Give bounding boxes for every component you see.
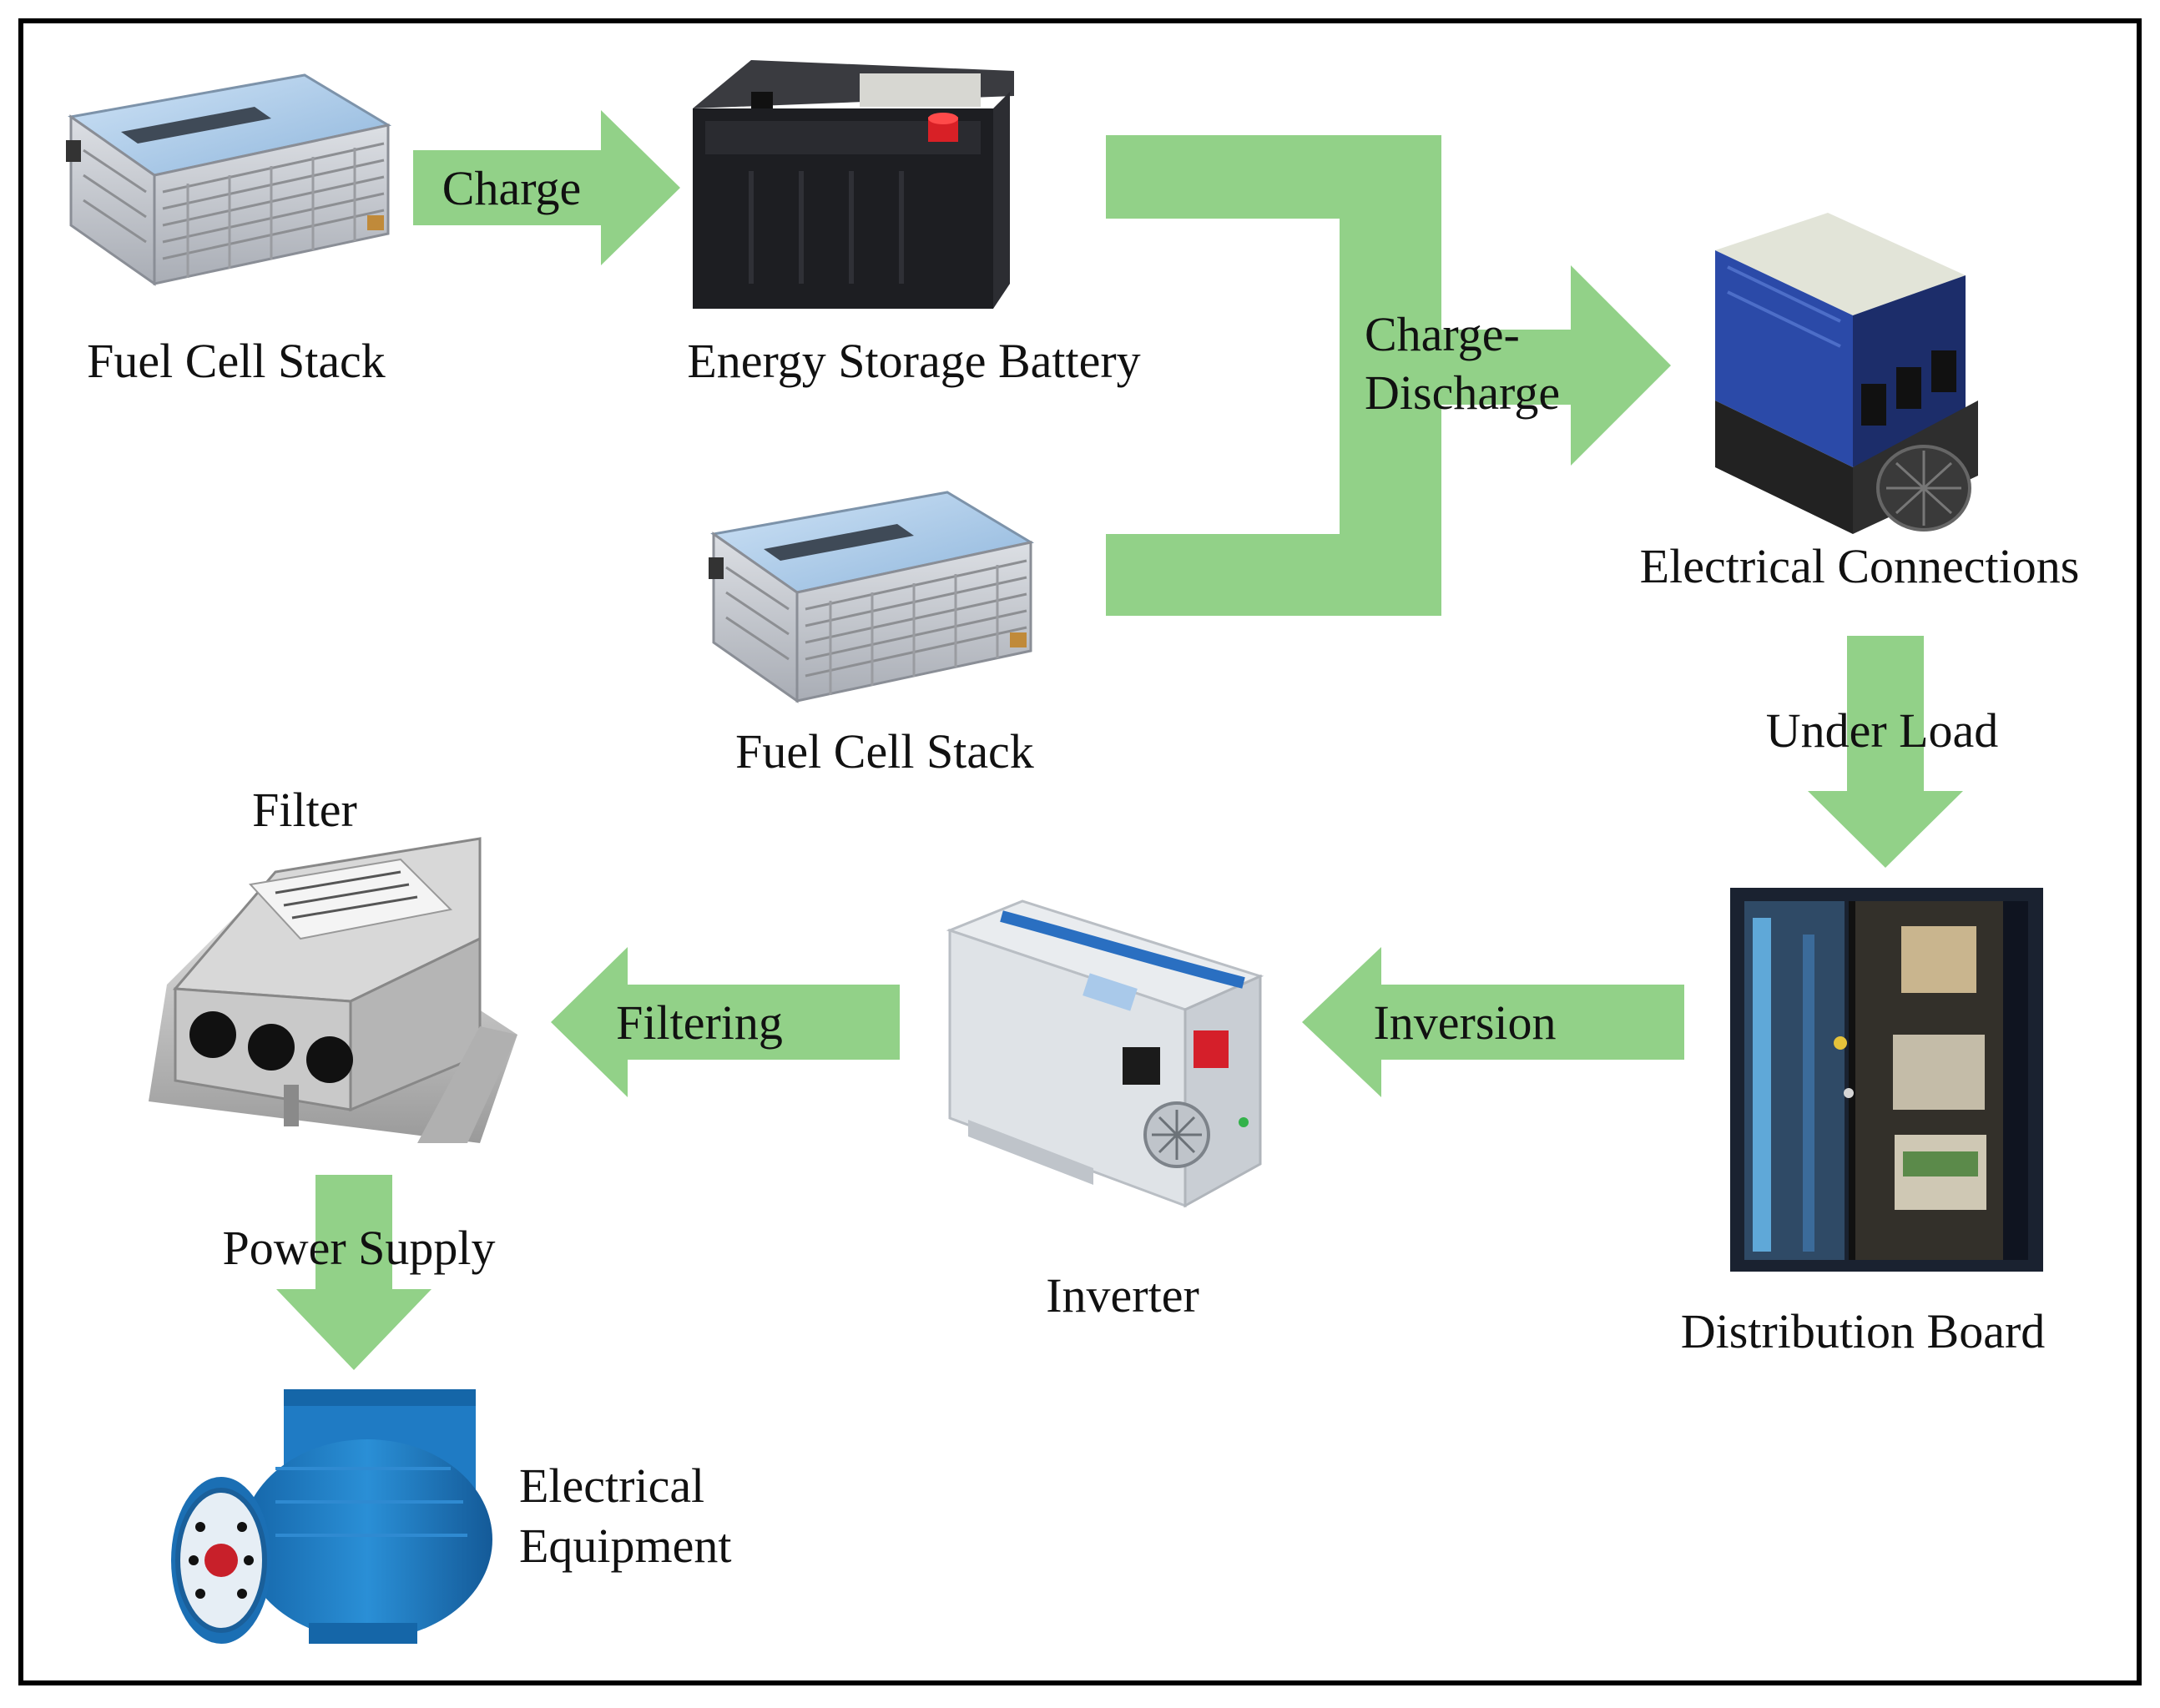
charge-discharge-bracket [1106,135,1441,616]
electrical-equipment-image [171,1389,492,1644]
distribution-board-image [1730,888,2043,1272]
energy-storage-battery-image [693,60,1014,309]
inverter-image [946,899,1264,1208]
fuel-cell-stack-2-image [707,491,1032,703]
power-supply-arrow [276,1175,431,1370]
inversion-flow-label: Inversion [1373,995,1556,1050]
electrical-connections-label: Electrical Connections [1640,539,2080,593]
distribution-board-label: Distribution Board [1681,1304,2046,1358]
fuel-cell-stack-1-image [64,73,390,285]
energy-storage-battery-label: Energy Storage Battery [687,334,1140,388]
filter-label: Filter [252,783,357,837]
electrical-equipment-label-line2: Equipment [519,1519,732,1573]
fuel-cell-stack-1-label: Fuel Cell Stack [87,334,386,388]
filtering-arrow [551,947,900,1097]
power-supply-flow-label: Power Supply [222,1221,495,1275]
charge-discharge-flow-label-line2: Discharge [1365,365,1560,420]
charge-arrow [413,110,680,265]
filter-image [149,837,517,1143]
electrical-connections-image [1715,213,1978,534]
under-load-arrow [1808,636,1963,868]
under-load-flow-label: Under Load [1766,703,1999,758]
charge-discharge-arrow [1441,265,1671,466]
charge-discharge-flow-label-line1: Charge- [1365,307,1520,361]
charge-flow-label: Charge [442,161,581,215]
filtering-flow-label: Filtering [616,995,783,1050]
fuel-cell-stack-2-label: Fuel Cell Stack [735,724,1034,778]
inversion-arrow [1302,947,1684,1097]
inverter-label: Inverter [1046,1268,1199,1323]
electrical-equipment-label-line1: Electrical [519,1459,704,1513]
